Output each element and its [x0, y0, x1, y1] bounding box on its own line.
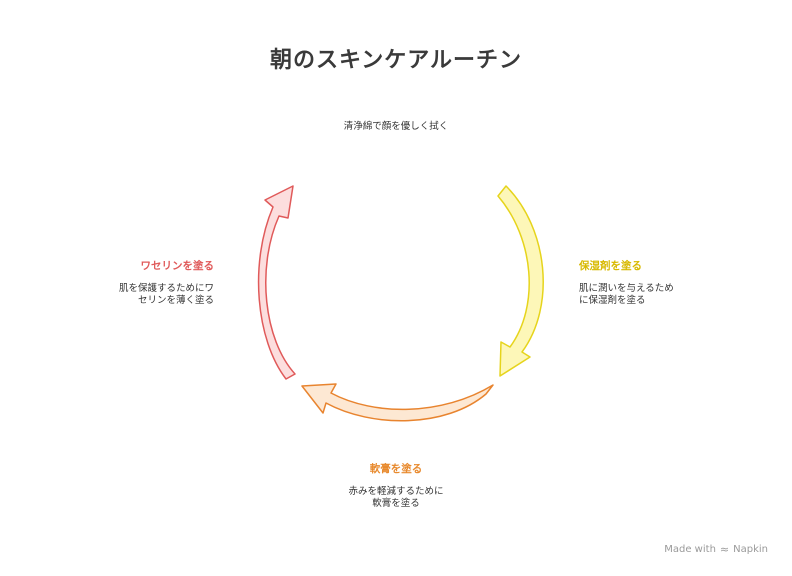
step-right-text-line-1: 肌に潤いを与えるため — [579, 283, 674, 294]
napkin-logo-icon: ≈ — [719, 543, 730, 556]
step-left-heading: ワセリンを塗る — [140, 260, 215, 272]
step-left-text-line-1: 肌を保護するためにワ — [118, 283, 214, 294]
step-left-text-line-2: セリンを薄く塗る — [137, 295, 214, 306]
napkin-branding[interactable]: Made with ≈ Napkin — [664, 543, 768, 556]
step-bottom-heading: 軟膏を塗る — [369, 463, 423, 475]
brand-name: Napkin — [733, 544, 768, 555]
arrow-yellow — [497, 185, 544, 377]
arrow-orange — [301, 383, 494, 422]
page-title: 朝のスキンケアルーチン — [269, 48, 523, 73]
step-right-text-line-2: に保湿剤を塗る — [579, 295, 646, 306]
arrow-red — [257, 185, 296, 380]
step-top-text: 清浄綿で顔を優しく拭く — [343, 121, 449, 132]
step-left-text: 肌を保護するためにワ セリンを薄く塗る — [100, 283, 214, 307]
step-bottom-text: 赤みを軽減するために 軟膏を塗る — [300, 486, 492, 510]
step-right-text: 肌に潤いを与えるため に保湿剤を塗る — [579, 283, 699, 307]
step-right-heading: 保湿剤を塗る — [579, 260, 642, 272]
step-bottom-text-line-2: 軟膏を塗る — [372, 498, 420, 509]
made-with-label: Made with — [664, 544, 716, 555]
step-bottom-text-line-1: 赤みを軽減するために — [348, 486, 444, 497]
